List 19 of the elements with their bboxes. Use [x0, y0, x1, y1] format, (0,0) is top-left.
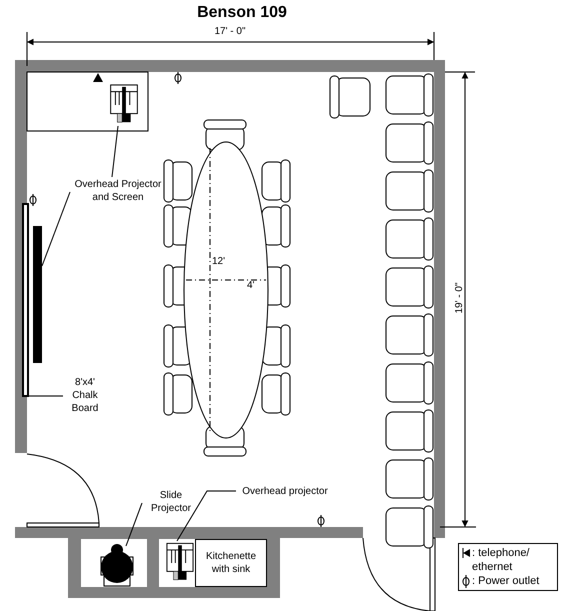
- legend-label: : Power outlet: [472, 574, 540, 588]
- callout-label: 8'x4' Chalk Board: [63, 376, 107, 414]
- leader-line: [176, 490, 236, 542]
- title: Benson 109: [196, 3, 288, 23]
- callout-label: Slide Projector: [142, 488, 200, 516]
- projection-screen: [33, 226, 42, 363]
- dimension-label: 17' - 0": [213, 26, 247, 38]
- callout-label: Overhead Projector and Screen: [70, 177, 166, 205]
- leader-line: [112, 126, 118, 178]
- chalkboard: [22, 203, 29, 397]
- leader-line: [42, 192, 70, 266]
- dimension-label: 4': [247, 280, 254, 292]
- dimension-label: 19' - 0": [454, 281, 466, 316]
- slide-projector-drawing: [98, 543, 136, 587]
- leader-line: [126, 502, 142, 546]
- kitchenette-box: Kitchenette with sink: [195, 539, 267, 587]
- callout-label: Overhead projector: [236, 484, 334, 498]
- legend-label: : telephone/ ethernet: [472, 546, 530, 574]
- dimension-label: 12': [212, 256, 226, 268]
